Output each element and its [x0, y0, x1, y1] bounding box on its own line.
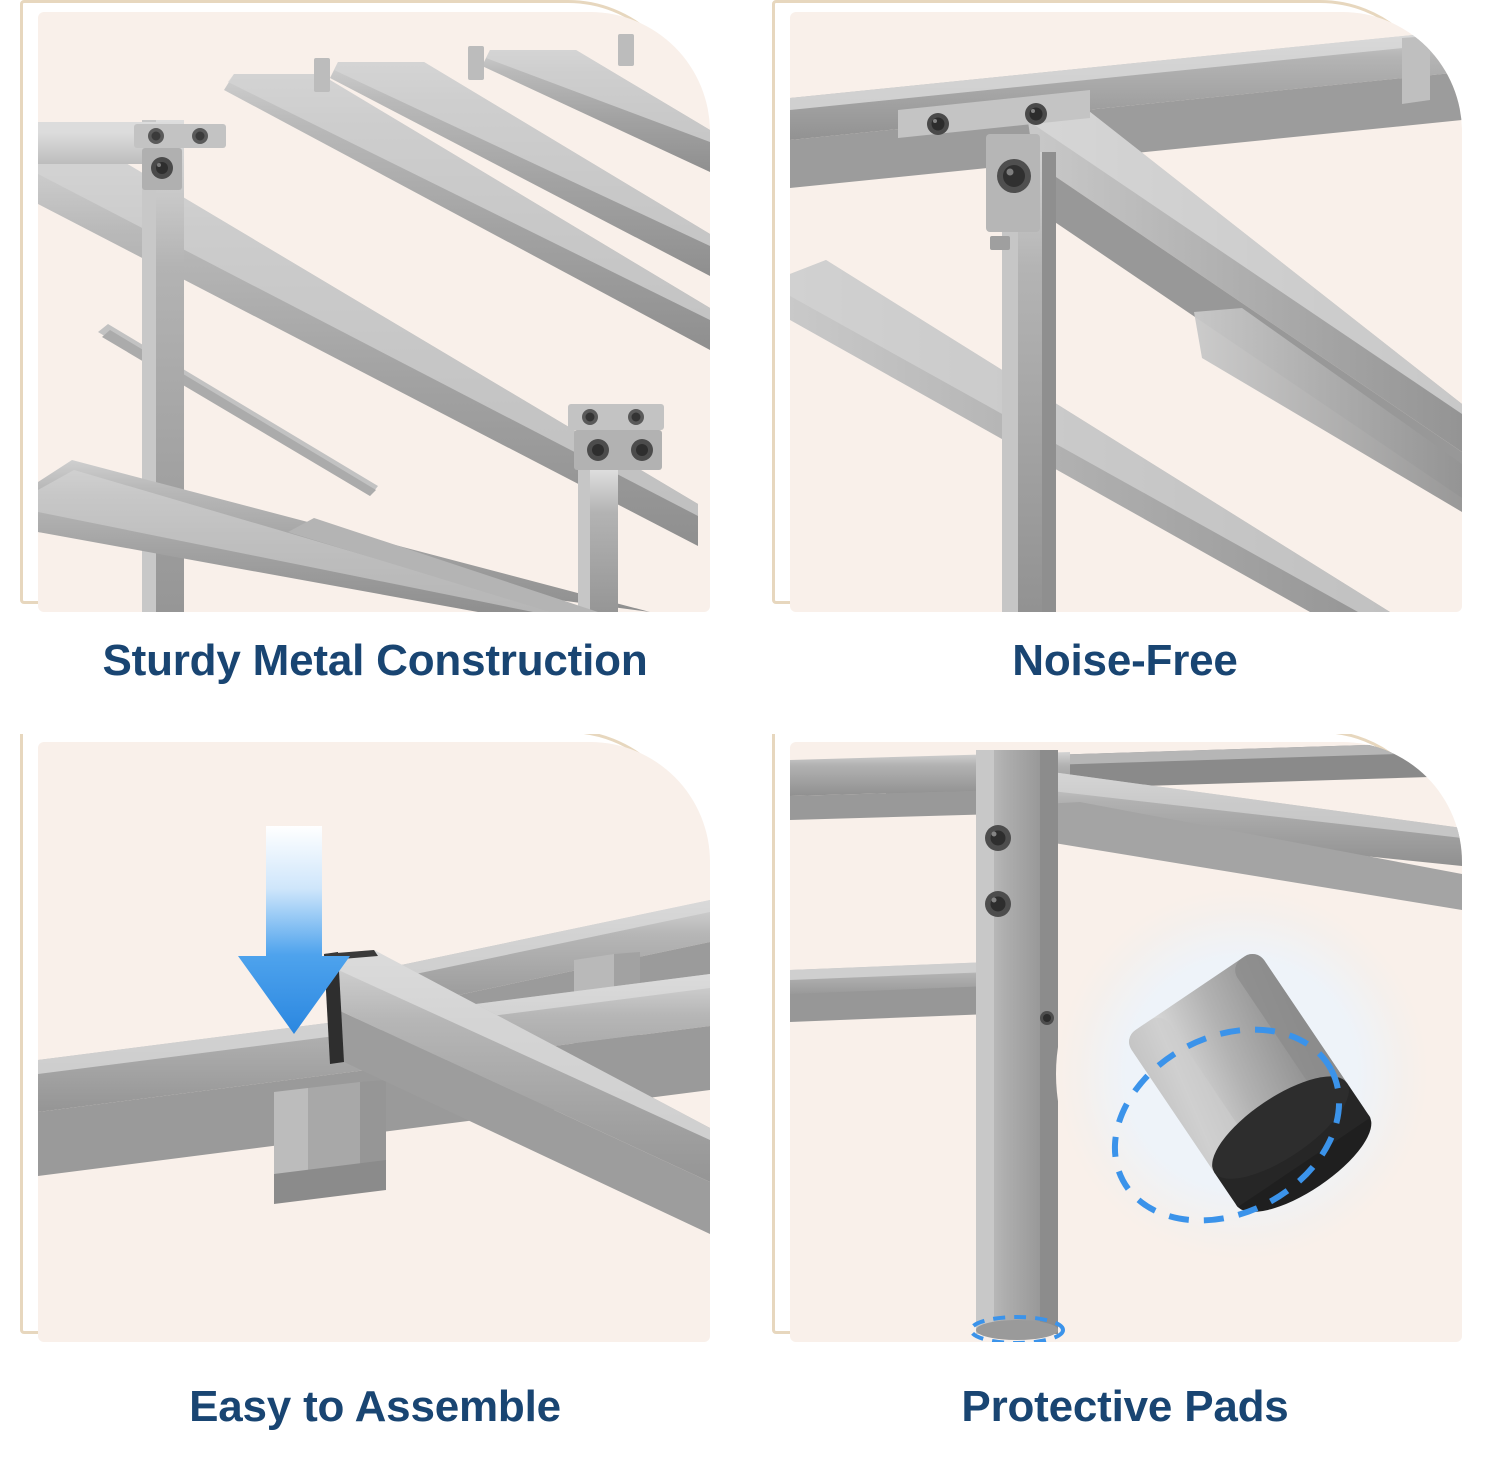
- feature-cell-easy-to-assemble: Easy to Assemble: [0, 734, 750, 1468]
- bolt-icon: [134, 124, 226, 148]
- feature-image-sturdy-metal-construction: [38, 12, 710, 612]
- screw-icon: [985, 825, 1054, 1025]
- feature-caption-noise-free: Noise-Free: [1012, 636, 1238, 685]
- feature-cell-protective-pads: Protective Pads: [750, 734, 1500, 1468]
- bolted-corner-joint-illustration: [790, 30, 1462, 612]
- dashed-ellipse-icon: [969, 1315, 1065, 1342]
- feature-image-noise-free: [790, 12, 1462, 612]
- feature-caption-protective-pads: Protective Pads: [961, 1382, 1289, 1431]
- screw-icon: [898, 90, 1090, 138]
- hook-bracket-icon: [274, 1080, 386, 1204]
- magnifier-inset-icon: [1056, 888, 1428, 1260]
- feature-cell-sturdy-metal-construction: Sturdy Metal Construction: [0, 0, 750, 734]
- bolt-icon: [986, 134, 1040, 232]
- feature-caption-easy-to-assemble: Easy to Assemble: [189, 1382, 561, 1431]
- bolt-icon: [568, 404, 664, 470]
- protective-pad-illustration: [790, 742, 1462, 1342]
- slat-into-bracket-illustration: [38, 826, 710, 1234]
- screw-icon: [142, 148, 182, 190]
- down-arrow-icon: [238, 826, 350, 1034]
- feature-caption-sturdy-metal-construction: Sturdy Metal Construction: [102, 636, 648, 685]
- feature-cell-noise-free: Noise-Free: [750, 0, 1500, 734]
- feature-image-easy-to-assemble: [38, 742, 710, 1342]
- metal-frame-slats-illustration: [38, 34, 710, 612]
- feature-image-protective-pads: [790, 742, 1462, 1342]
